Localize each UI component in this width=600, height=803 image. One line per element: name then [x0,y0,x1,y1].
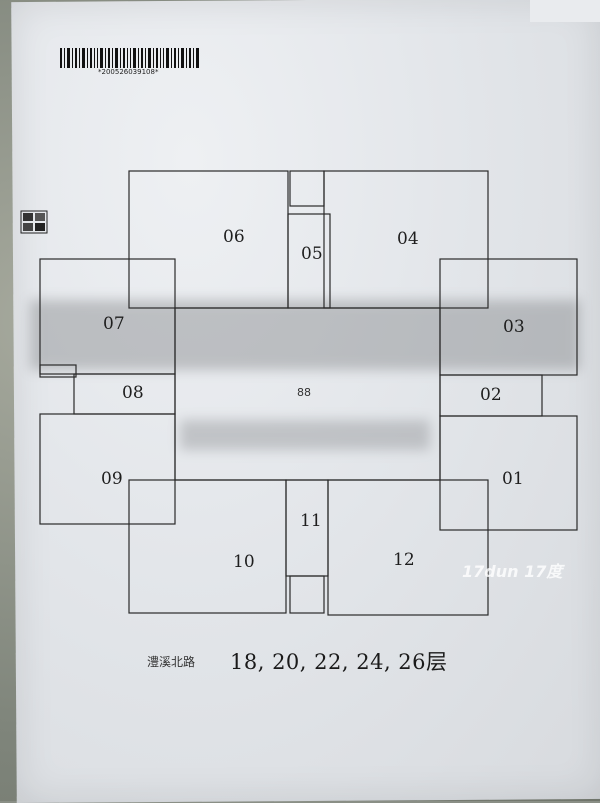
barcode-number: *200526039108* [98,68,159,76]
unit-10-label: 10 [233,552,255,572]
unit-10-room [128,479,287,614]
paper-corner [530,0,600,22]
unit-01-label: 01 [502,469,524,489]
unit-09-label: 09 [101,469,123,489]
unit-03-label: 03 [503,317,525,337]
unit-06-room [128,170,289,309]
unit-02-label: 02 [480,385,502,405]
unit-01-room [439,415,578,531]
watermark: 17dun 17度 [462,562,563,581]
unit-12-room [327,479,489,616]
unit-06-label: 06 [223,227,245,247]
unit-05-label: 05 [301,244,323,264]
unit-08-label: 08 [122,383,144,403]
corridor-label: 88 [297,386,311,399]
road-name: 澧溪北路 [147,655,196,669]
floor-list: 18, 20, 22, 24, 26层 [230,650,448,674]
unit-12-label: 12 [393,550,415,570]
unit-07-label: 07 [103,314,125,334]
toner-smudge [30,300,580,450]
unit-04-label: 04 [397,229,419,249]
unit-11-label: 11 [300,511,322,531]
seal-stamp [20,210,48,234]
unit-09-room [39,413,176,525]
barcode [60,48,199,68]
